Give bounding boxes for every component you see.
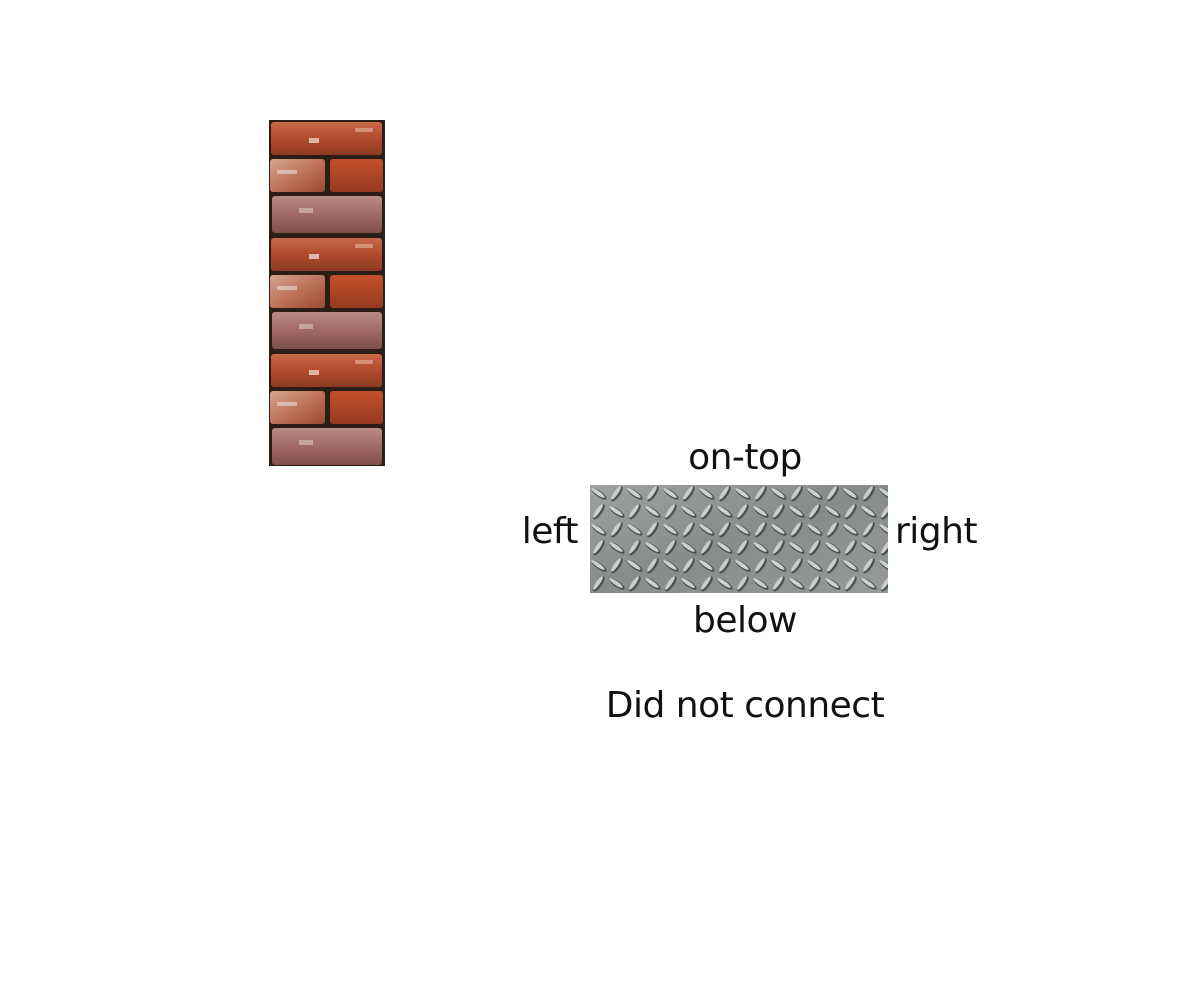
label-right: right	[895, 511, 978, 552]
label-on-top: on-top	[688, 437, 802, 478]
connection-status-text: Did not connect	[605, 685, 885, 726]
brick-column-piece[interactable]	[269, 120, 385, 466]
metal-plate-piece[interactable]	[590, 485, 888, 593]
diamond-plate-texture-icon	[590, 485, 888, 593]
brick-texture-icon	[269, 120, 385, 466]
label-below: below	[693, 600, 797, 641]
label-left: left	[521, 511, 579, 552]
